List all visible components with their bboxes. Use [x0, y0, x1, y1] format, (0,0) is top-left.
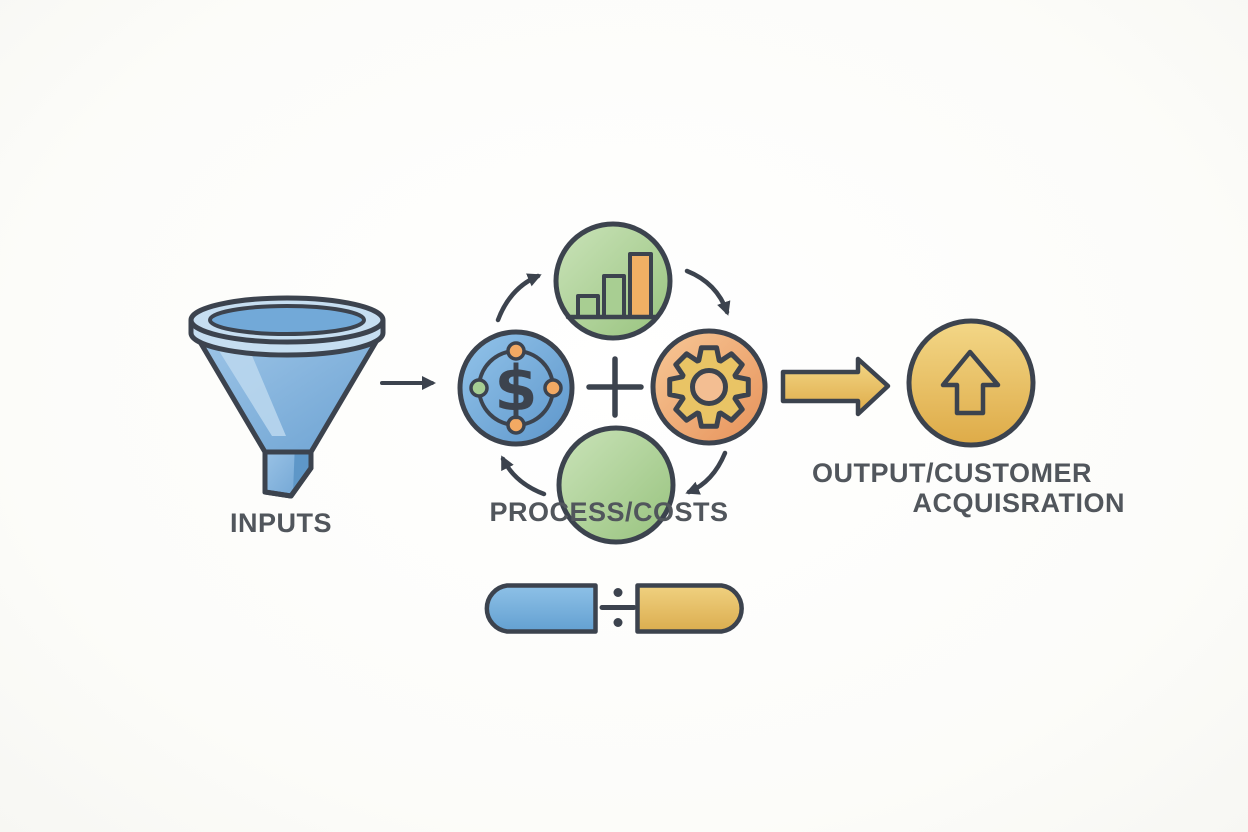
divide-icon — [599, 588, 637, 627]
bar-chart-icon — [553, 221, 673, 341]
output-customer-label-line1: OUTPUT/CUSTOMER — [811, 458, 1092, 488]
dollar-orbit-icon: $ — [457, 329, 575, 447]
dollar-symbol: $ — [494, 352, 537, 425]
funnel-icon — [188, 295, 386, 499]
up-arrow-circle-icon — [906, 318, 1036, 448]
up-arrow-icon — [940, 349, 1001, 416]
circle-icon — [556, 425, 676, 545]
plus-operator-icon — [586, 356, 644, 418]
cycle-arrows-icon — [495, 268, 731, 497]
big-right-arrow-icon — [780, 356, 891, 417]
process-costs-label: PROCESS/COSTS — [489, 497, 729, 527]
gold-pill-icon — [635, 583, 744, 634]
inputs-label: INPUTS — [229, 508, 333, 538]
gear-icon — [650, 328, 768, 446]
blue-pill-icon — [484, 583, 598, 634]
ratio-pills — [484, 583, 744, 634]
output-customer-label-line2: ACQUISRATION — [912, 488, 1125, 518]
